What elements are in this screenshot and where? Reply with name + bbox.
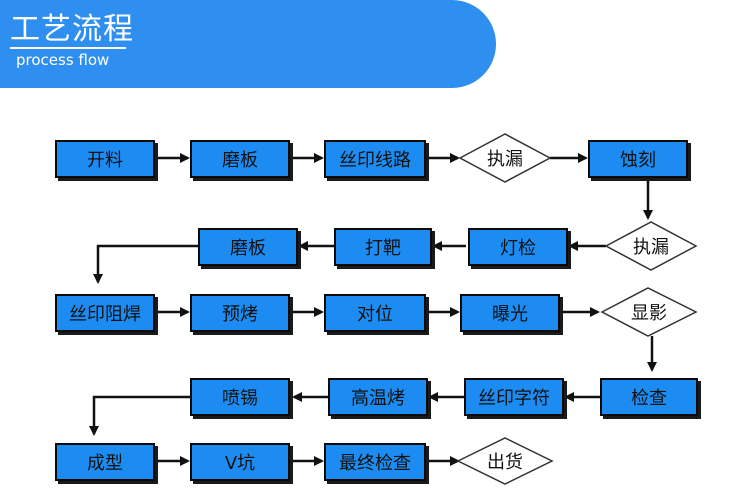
step-legend-printing: 丝印字符 bbox=[464, 378, 564, 416]
step-target-drilling: 打靶 bbox=[334, 228, 432, 266]
step-high-temp-bake: 高温烤 bbox=[328, 378, 428, 416]
step-developing: 显影 bbox=[631, 303, 667, 324]
step-inspect-2: 执漏 bbox=[633, 237, 669, 258]
step-circuit-printing: 丝印线路 bbox=[324, 140, 426, 178]
step-hasl: 喷锡 bbox=[190, 378, 290, 416]
step-cutting: 开料 bbox=[55, 140, 155, 178]
terminal-ship bbox=[456, 437, 554, 485]
page-subtitle: process flow bbox=[16, 51, 110, 69]
arrow-9-10 bbox=[93, 244, 198, 284]
step-final-inspection: 最终检查 bbox=[324, 443, 426, 481]
step-inspection: 检查 bbox=[600, 378, 698, 416]
title-underline bbox=[10, 47, 126, 49]
step-solder-mask-printing: 丝印阻焊 bbox=[55, 294, 155, 332]
header-banner: 工艺流程 process flow bbox=[0, 0, 496, 88]
step-board-grinding-2: 磨板 bbox=[198, 228, 298, 266]
decision-develop bbox=[600, 287, 698, 337]
step-forming: 成型 bbox=[55, 443, 155, 481]
decision-inspect-2 bbox=[604, 221, 698, 271]
step-alignment: 对位 bbox=[324, 294, 426, 332]
step-etching: 蚀刻 bbox=[588, 140, 688, 178]
page-title: 工艺流程 bbox=[10, 12, 134, 47]
step-v-cut: V坑 bbox=[190, 443, 290, 481]
step-inspect-1: 执漏 bbox=[487, 149, 523, 170]
arrow-18-19 bbox=[89, 395, 190, 436]
step-pre-bake: 预烤 bbox=[190, 294, 290, 332]
step-exposure: 曝光 bbox=[460, 294, 560, 332]
step-board-grinding: 磨板 bbox=[190, 140, 290, 178]
step-shipping: 出货 bbox=[487, 452, 523, 473]
decision-inspect-1 bbox=[458, 133, 552, 183]
step-light-check: 灯检 bbox=[468, 228, 568, 266]
